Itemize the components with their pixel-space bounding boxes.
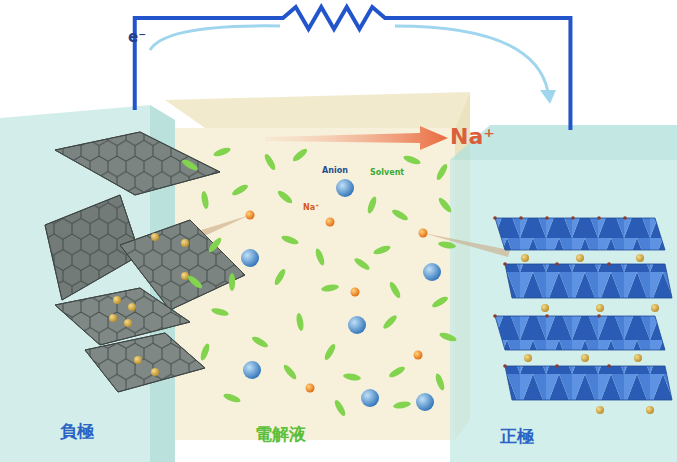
panel-label: 電解液 bbox=[255, 423, 306, 446]
external-circuit-wire bbox=[135, 7, 571, 130]
solvent-label: Solvent bbox=[370, 168, 404, 177]
cathode-panel: 正極 bbox=[455, 130, 677, 462]
ion-flow-label: Na⁺ bbox=[450, 124, 495, 149]
electron-label: e⁻ bbox=[128, 28, 146, 46]
panel-label: 正極 bbox=[500, 425, 534, 448]
sodium-ion-label: Na⁺ bbox=[303, 203, 319, 212]
panel-label: 負極 bbox=[60, 420, 94, 443]
anion-label: Anion bbox=[322, 166, 348, 175]
anode-panel: 負極 bbox=[0, 110, 175, 462]
electrolyte-panel: 電解液 bbox=[175, 100, 455, 450]
